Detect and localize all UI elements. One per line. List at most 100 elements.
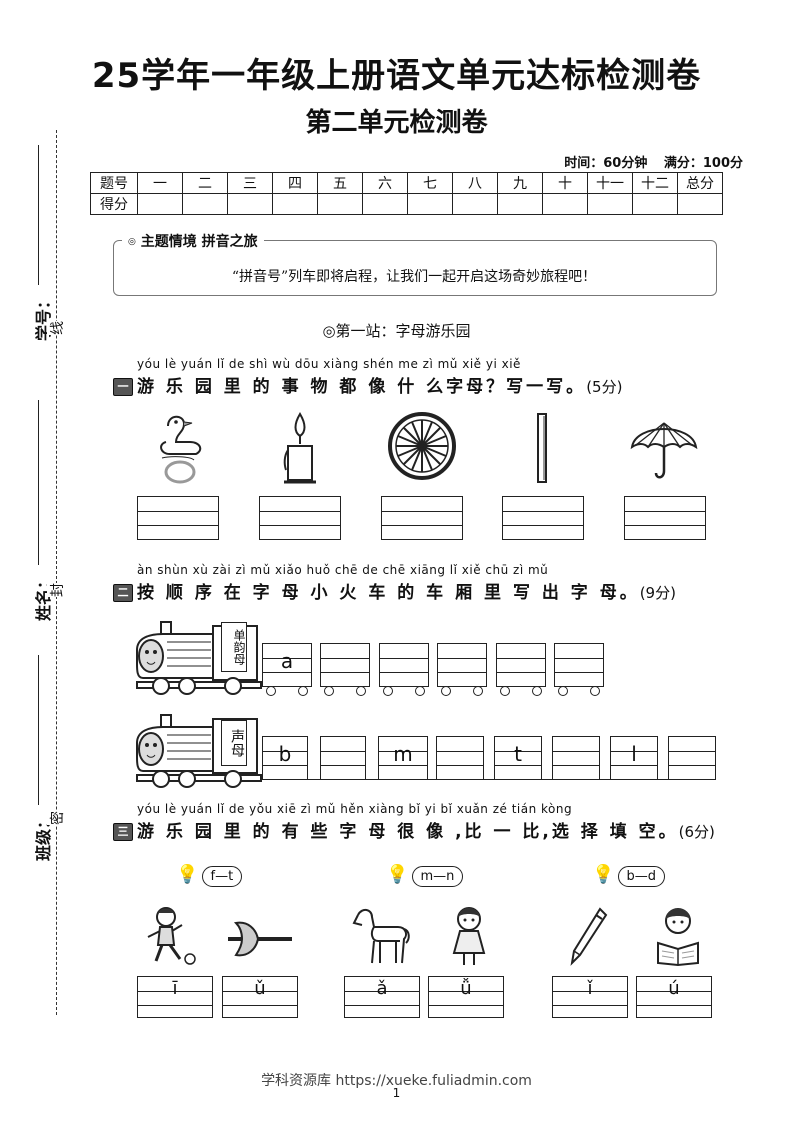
table-cell: 九	[497, 172, 543, 194]
lightbulb-icon: 💡	[592, 864, 615, 885]
q1-text: 一游 乐 园 里 的 事 物 都 像 什 么字母？写一写。(5分)	[113, 372, 622, 397]
train2-wagon[interactable]: t	[494, 736, 542, 780]
train1-wagon[interactable]	[320, 643, 370, 687]
table-cell: 六	[362, 172, 408, 194]
score-input-cell[interactable]	[542, 193, 588, 215]
page-subtitle: 第二单元检测卷	[305, 108, 488, 138]
train2-wagon[interactable]: b	[262, 736, 308, 780]
full-score-label: 满分：100分	[663, 156, 743, 171]
q1-answer-box[interactable]	[624, 496, 706, 540]
hint-bubble-f-t: 💡 f—t	[176, 864, 243, 887]
score-input-cell[interactable]	[137, 193, 183, 215]
theme-label: ◎ 主题情境 拼音之旅	[122, 231, 264, 251]
train1-wagon[interactable]	[554, 643, 604, 687]
girl-reading-icon	[657, 908, 699, 967]
table-cell: 一	[137, 172, 183, 194]
table-cell: 五	[317, 172, 363, 194]
q1-answer-box[interactable]	[259, 496, 341, 540]
score-input-cell[interactable]	[452, 193, 498, 215]
q3-answer-box[interactable]: ǔ	[222, 976, 298, 1018]
score-input-cell[interactable]	[677, 193, 723, 215]
train2-cab-sign: 声母	[221, 720, 247, 766]
table-cell: 八	[452, 172, 498, 194]
q1-answer-box[interactable]	[137, 496, 219, 540]
score-input-cell[interactable]	[317, 193, 363, 215]
q3-pinyin: yóu lè yuán lǐ de yǒu xiē zì mǔ hěn xiàn…	[137, 802, 573, 816]
station-heading: ◎第一站：字母游乐园	[322, 322, 471, 340]
table-cell: 二	[182, 172, 228, 194]
train1-wagon[interactable]: a	[262, 643, 312, 687]
q1-number-badge: 一	[113, 378, 133, 396]
time-score-info: 时间：60分钟 满分：100分	[552, 152, 743, 171]
table-cell: 总分	[677, 172, 723, 194]
table-cell: 得分	[90, 193, 138, 215]
q3-answer-box[interactable]: ī	[137, 976, 213, 1018]
score-input-cell[interactable]	[182, 193, 228, 215]
theme-box	[113, 240, 717, 296]
locomotive-icon	[136, 621, 262, 695]
q3-number-badge: 三	[113, 823, 133, 841]
goose-icon	[160, 415, 202, 484]
score-input-cell[interactable]	[587, 193, 633, 215]
q1-answer-box[interactable]	[502, 496, 584, 540]
time-label: 时间：60分钟	[564, 156, 648, 171]
table-cell: 十	[542, 172, 588, 194]
pencil-icon	[570, 907, 608, 966]
horse-icon	[352, 909, 410, 964]
q3-answer-box[interactable]: ú	[636, 976, 712, 1018]
train1-wagon[interactable]	[437, 643, 487, 687]
table-cell: 十一	[587, 172, 633, 194]
footer-source: 学科资源库 https://xueke.fuliadmin.com	[261, 1073, 532, 1089]
table-cell: 四	[272, 172, 318, 194]
train2-wagon[interactable]	[552, 736, 600, 780]
train2-wagon[interactable]	[668, 736, 716, 780]
q2-text: 二按 顺 序 在 字 母 小 火 车 的 车 厢 里 写 出 字 母。(9分)	[113, 578, 676, 603]
train1-wagon[interactable]	[496, 643, 546, 687]
secret-label: 密	[47, 811, 67, 825]
score-input-cell[interactable]	[407, 193, 453, 215]
score-input-cell[interactable]	[272, 193, 318, 215]
wheel-icon	[388, 412, 456, 480]
train1-wagon[interactable]	[379, 643, 429, 687]
q1-pinyin: yóu lè yuán lǐ de shì wù dōu xiàng shén …	[137, 357, 521, 371]
train2-wagon[interactable]: m	[378, 736, 428, 780]
train1-wheels	[262, 686, 604, 698]
page-number: 1	[392, 1086, 401, 1100]
train2-wagon[interactable]: l	[610, 736, 658, 780]
q3-answer-box[interactable]: ǎ	[344, 976, 420, 1018]
score-input-cell[interactable]	[632, 193, 678, 215]
hint-bubble-b-d: 💡 b—d	[592, 864, 666, 887]
theme-text: “拼音号”列车即将启程，让我们一起开启这场奇妙旅程吧！	[231, 269, 597, 285]
class-underline	[38, 655, 39, 805]
table-cell: 三	[227, 172, 273, 194]
q2-pinyin: àn shùn xù zài zì mǔ xiǎo huǒ chē de chē…	[137, 563, 549, 577]
score-input-cell[interactable]	[362, 193, 408, 215]
boy-kicking-ball-icon	[147, 907, 196, 965]
q1-answer-box[interactable]	[381, 496, 463, 540]
train2-wagon[interactable]	[436, 736, 484, 780]
stick-icon	[537, 413, 547, 483]
umbrella-icon	[630, 422, 698, 479]
table-cell: 七	[407, 172, 453, 194]
table-cell: 题号	[90, 172, 138, 194]
score-input-cell[interactable]	[497, 193, 543, 215]
train2-rail	[262, 779, 716, 780]
student-id-underline	[38, 145, 39, 285]
train1-cab-sign: 单韵母	[221, 622, 247, 672]
girl-icon	[452, 907, 486, 965]
name-label: 姓名：	[34, 572, 54, 622]
q2-number-badge: 二	[113, 584, 133, 602]
lightbulb-icon: 💡	[176, 864, 199, 885]
candle-icon	[283, 412, 316, 484]
binding-dashed-line	[56, 130, 57, 1015]
page-title: 25学年一年级上册语文单元达标检测卷	[91, 56, 702, 96]
theme-dot-icon: ◎	[128, 237, 136, 247]
score-input-cell[interactable]	[227, 193, 273, 215]
axe-icon	[228, 921, 292, 957]
train2-wagon[interactable]	[320, 736, 366, 780]
q3-answer-box[interactable]: ǚ	[428, 976, 504, 1018]
hint-bubble-m-n: 💡 m—n	[386, 864, 464, 887]
table-cell: 十二	[632, 172, 678, 194]
score-table-header-row: 题号 一 二 三 四 五 六 七 八 九 十 十一 十二 总分	[90, 172, 723, 194]
q3-answer-box[interactable]: ǐ	[552, 976, 628, 1018]
